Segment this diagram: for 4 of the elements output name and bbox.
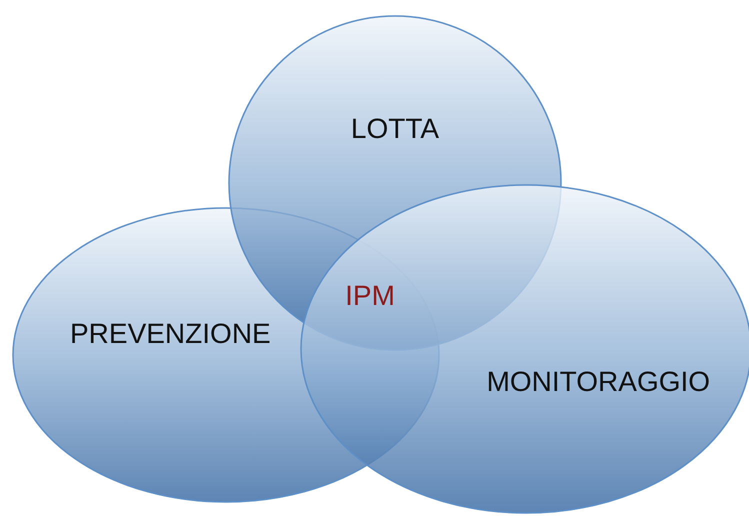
set-label: MONITORAGGIO [486,366,710,398]
set-label: LOTTA [350,113,440,146]
intersection-label: IPM [345,280,395,312]
set-label: PREVENZIONE [70,318,271,350]
